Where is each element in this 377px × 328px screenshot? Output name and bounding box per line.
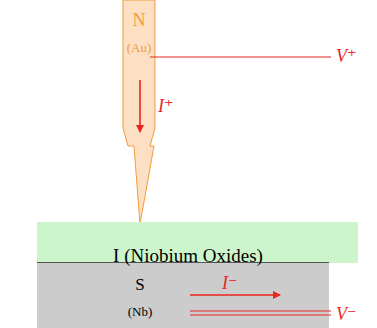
voltage-wire: [150, 56, 331, 57]
node-subtitle: (Au): [127, 41, 152, 54]
current-name: I⁺: [158, 97, 174, 115]
tip-outline: [123, 0, 155, 224]
node-title: N: [133, 11, 146, 29]
insulator-layer: I (Niobium Oxides): [37, 222, 358, 263]
signal-name: V⁻: [336, 305, 357, 323]
superconductor-block: S (Nb): [37, 262, 329, 328]
node-subtitle: (Nb): [128, 305, 153, 318]
tip-shape: [123, 0, 155, 224]
signal-name: V⁺: [336, 47, 357, 65]
current-name: I⁻: [222, 274, 238, 292]
probe-tip: N (Au): [123, 0, 155, 224]
node-title: S: [135, 276, 144, 293]
current-arrow: [190, 294, 280, 296]
current-arrow: [139, 80, 141, 132]
node-title: I (Niobium Oxides): [113, 246, 263, 265]
voltage-wire: [190, 310, 331, 311]
voltage-wire: [190, 314, 331, 315]
